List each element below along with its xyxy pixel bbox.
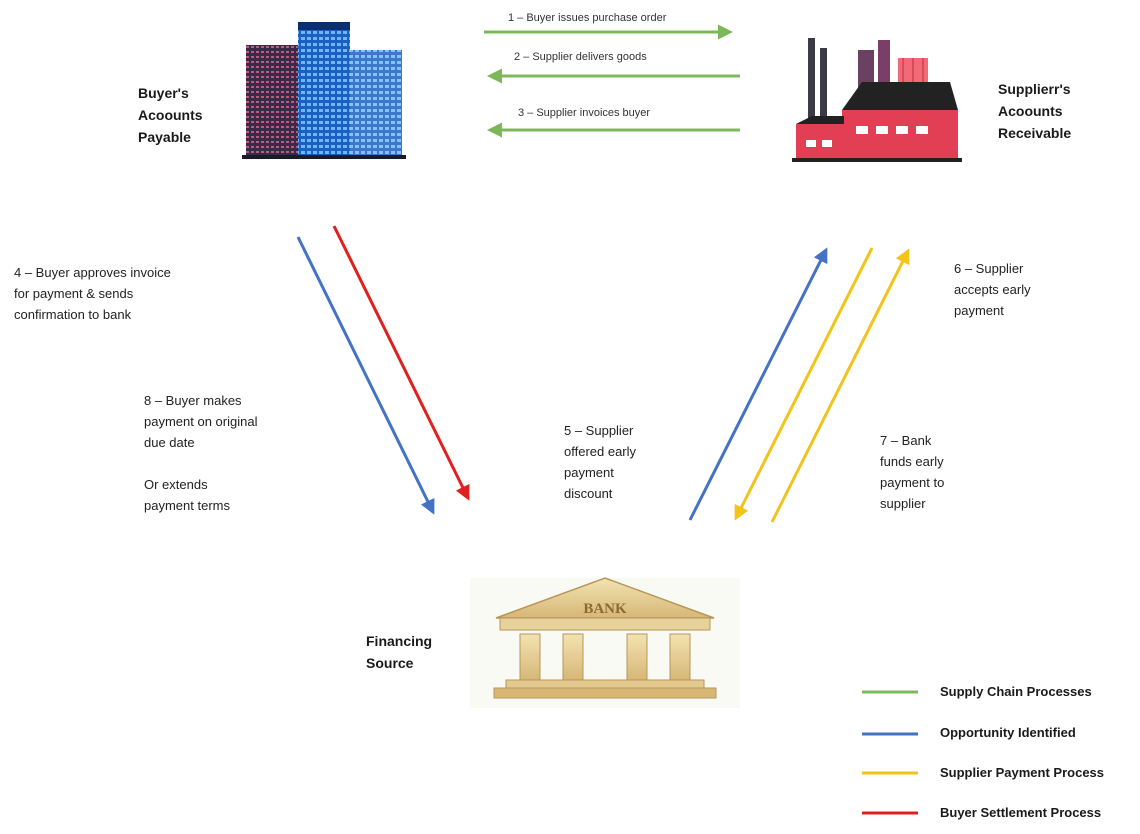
supplier-label: Supplierr's Acoounts Receivable <box>998 81 1072 141</box>
bank-sign: BANK <box>583 601 627 617</box>
step-8-label: 8 – Buyer makes payment on original due … <box>144 393 258 450</box>
bank-building-icon <box>470 577 740 708</box>
buyer-label: Buyer's Acoounts Payable <box>138 85 203 145</box>
bank-funds-arrow <box>770 248 910 523</box>
step-8-alt-label: Or extends payment terms <box>144 477 230 513</box>
step-4-label: 4 – Buyer approves invoice for payment &… <box>14 265 171 322</box>
financing-source-label: Financing Source <box>366 633 433 671</box>
step-5-label: 5 – Supplier offered early payment disco… <box>564 423 637 501</box>
supplier-accepts-arrow <box>734 247 874 521</box>
legend-opportunity-label: Opportunity Identified <box>940 725 1076 740</box>
legend-supplier-payment-label: Supplier Payment Process <box>940 765 1105 780</box>
flow-2-label: 2 – Supplier delivers goods <box>514 51 647 63</box>
step-6-label: 6 – Supplier accepts early payment <box>954 261 1031 318</box>
step-7-label: 7 – Bank funds early payment to supplier <box>880 433 945 511</box>
early-payment-offer-arrow <box>688 247 828 521</box>
buyer-approval-arrow <box>296 236 435 515</box>
legend-buyer-settlement-label: Buyer Settlement Process <box>940 805 1102 820</box>
buyer-settlement-arrow <box>332 225 470 501</box>
flow-3-label: 3 – Supplier invoices buyer <box>518 107 651 119</box>
supplier-factory-icon <box>792 38 962 162</box>
flow-1-label: 1 – Buyer issues purchase order <box>508 12 667 24</box>
legend-supply-chain-label: Supply Chain Processes <box>940 684 1092 699</box>
buyer-building-icon <box>242 22 406 159</box>
